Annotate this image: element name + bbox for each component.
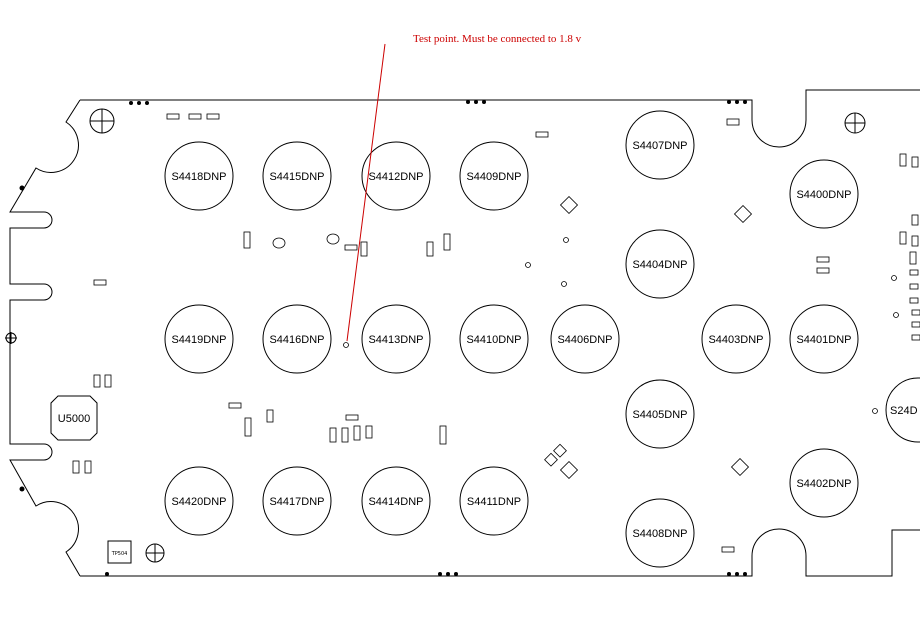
switch-pad-label: S4412DNP [368, 171, 423, 183]
chip-label: U5000 [58, 413, 90, 425]
chip-label: TP504 [111, 551, 128, 557]
annotation: Test point. Must be connected to 1.8 v [346, 33, 582, 342]
switch-pad-outline [164, 304, 234, 374]
board-outline [9, 89, 920, 577]
switch-pad-label: S4400DNP [796, 189, 851, 201]
switch-pad-s4401: S4401DNP [789, 304, 859, 374]
switch-pad-outline [361, 141, 431, 211]
chip-tp504: TP504 [107, 540, 132, 564]
switch-pad-label: S4408DNP [632, 528, 687, 540]
switch-pad-label: S24D [890, 405, 918, 417]
test-point-icon [525, 262, 531, 268]
switch-pad-outline [625, 110, 695, 180]
switch-pad-outline [789, 304, 859, 374]
switch-pad-s4417: S4417DNP [262, 466, 332, 536]
test-point-icon [893, 312, 899, 318]
switch-pad-outline [885, 377, 920, 443]
test-point-icon [563, 237, 569, 243]
switch-pad-s4405: S4405DNP [625, 379, 695, 449]
switch-pad-s24: S24D [885, 377, 920, 443]
switch-pad-s4400: S4400DNP [789, 159, 859, 229]
switch-pad-label: S4417DNP [269, 496, 324, 508]
switch-pad-outline [701, 304, 771, 374]
switch-pad-label: S4414DNP [368, 496, 423, 508]
switch-pad-outline [625, 229, 695, 299]
switch-pad-label: S4406DNP [557, 334, 612, 346]
switch-pad-s4416: S4416DNP [262, 304, 332, 374]
switch-pad-outline [550, 304, 620, 374]
registration-crosshair-icon [5, 332, 17, 344]
switch-pad-s4420: S4420DNP [164, 466, 234, 536]
switch-pad-label: S4410DNP [466, 334, 521, 346]
switch-pad-s4413: S4413DNP [361, 304, 431, 374]
switch-pad-label: S4405DNP [632, 409, 687, 421]
switch-pad-outline [459, 304, 529, 374]
switch-pad-s4407: S4407DNP [625, 110, 695, 180]
test-point-icon [891, 275, 897, 281]
test-point-icon [343, 342, 349, 348]
switch-pad-outline [262, 304, 332, 374]
annotation-text: Test point. Must be connected to 1.8 v [413, 33, 582, 45]
switch-pad-s4406: S4406DNP [550, 304, 620, 374]
switch-pad-outline [262, 466, 332, 536]
switch-pad-s4418: S4418DNP [164, 141, 234, 211]
switch-pad-label: S4403DNP [708, 334, 763, 346]
switch-pad-s4419: S4419DNP [164, 304, 234, 374]
registration-crosshair-icon [844, 112, 866, 134]
chip-u5000: U5000 [50, 395, 98, 441]
switch-pad-s4404: S4404DNP [625, 229, 695, 299]
switch-pad-outline [164, 141, 234, 211]
switch-pad-outline [789, 159, 859, 229]
test-point-icon [872, 408, 878, 414]
switch-pad-s4415: S4415DNP [262, 141, 332, 211]
switch-pad-label: S4401DNP [796, 334, 851, 346]
switch-pad-s4409: S4409DNP [459, 141, 529, 211]
switch-pad-outline [625, 498, 695, 568]
switch-pad-label: S4413DNP [368, 334, 423, 346]
switch-pad-outline [625, 379, 695, 449]
small-components [72, 113, 920, 553]
switch-pad-s4411: S4411DNP [459, 466, 529, 536]
switch-pad-outline [459, 466, 529, 536]
switch-pad-label: S4415DNP [269, 171, 324, 183]
switch-pad-outline [789, 448, 859, 518]
switch-pad-outline [361, 304, 431, 374]
switch-pad-s4412: S4412DNP [361, 141, 431, 211]
switch-pad-label: S4409DNP [466, 171, 521, 183]
switch-pad-label: S4418DNP [171, 171, 226, 183]
switch-pad-s4414: S4414DNP [361, 466, 431, 536]
fiducial-dots [105, 100, 747, 576]
switch-pad-outline [164, 466, 234, 536]
registration-crosshair-icon [145, 543, 165, 563]
switch-pad-outline [262, 141, 332, 211]
annotation-leader-line [346, 43, 386, 342]
mounting-hole-icon [19, 185, 25, 191]
switch-pad-s4410: S4410DNP [459, 304, 529, 374]
switch-pad-label: S4402DNP [796, 478, 851, 490]
switch-pad-label: S4419DNP [171, 334, 226, 346]
switch-pad-s4402: S4402DNP [789, 448, 859, 518]
switch-pad-label: S4420DNP [171, 496, 226, 508]
switch-pad-label: S4404DNP [632, 259, 687, 271]
switch-pad-label: S4407DNP [632, 140, 687, 152]
mounting-hole-icon [19, 486, 25, 492]
registration-crosshair-icon [89, 108, 115, 134]
switch-pad-s4403: S4403DNP [701, 304, 771, 374]
switch-pad-outline [459, 141, 529, 211]
switch-pad-outline [361, 466, 431, 536]
switch-pad-s4408: S4408DNP [625, 498, 695, 568]
switch-pad-label: S4416DNP [269, 334, 324, 346]
test-point-icon [561, 281, 567, 287]
switch-pad-label: S4411DNP [467, 496, 521, 508]
